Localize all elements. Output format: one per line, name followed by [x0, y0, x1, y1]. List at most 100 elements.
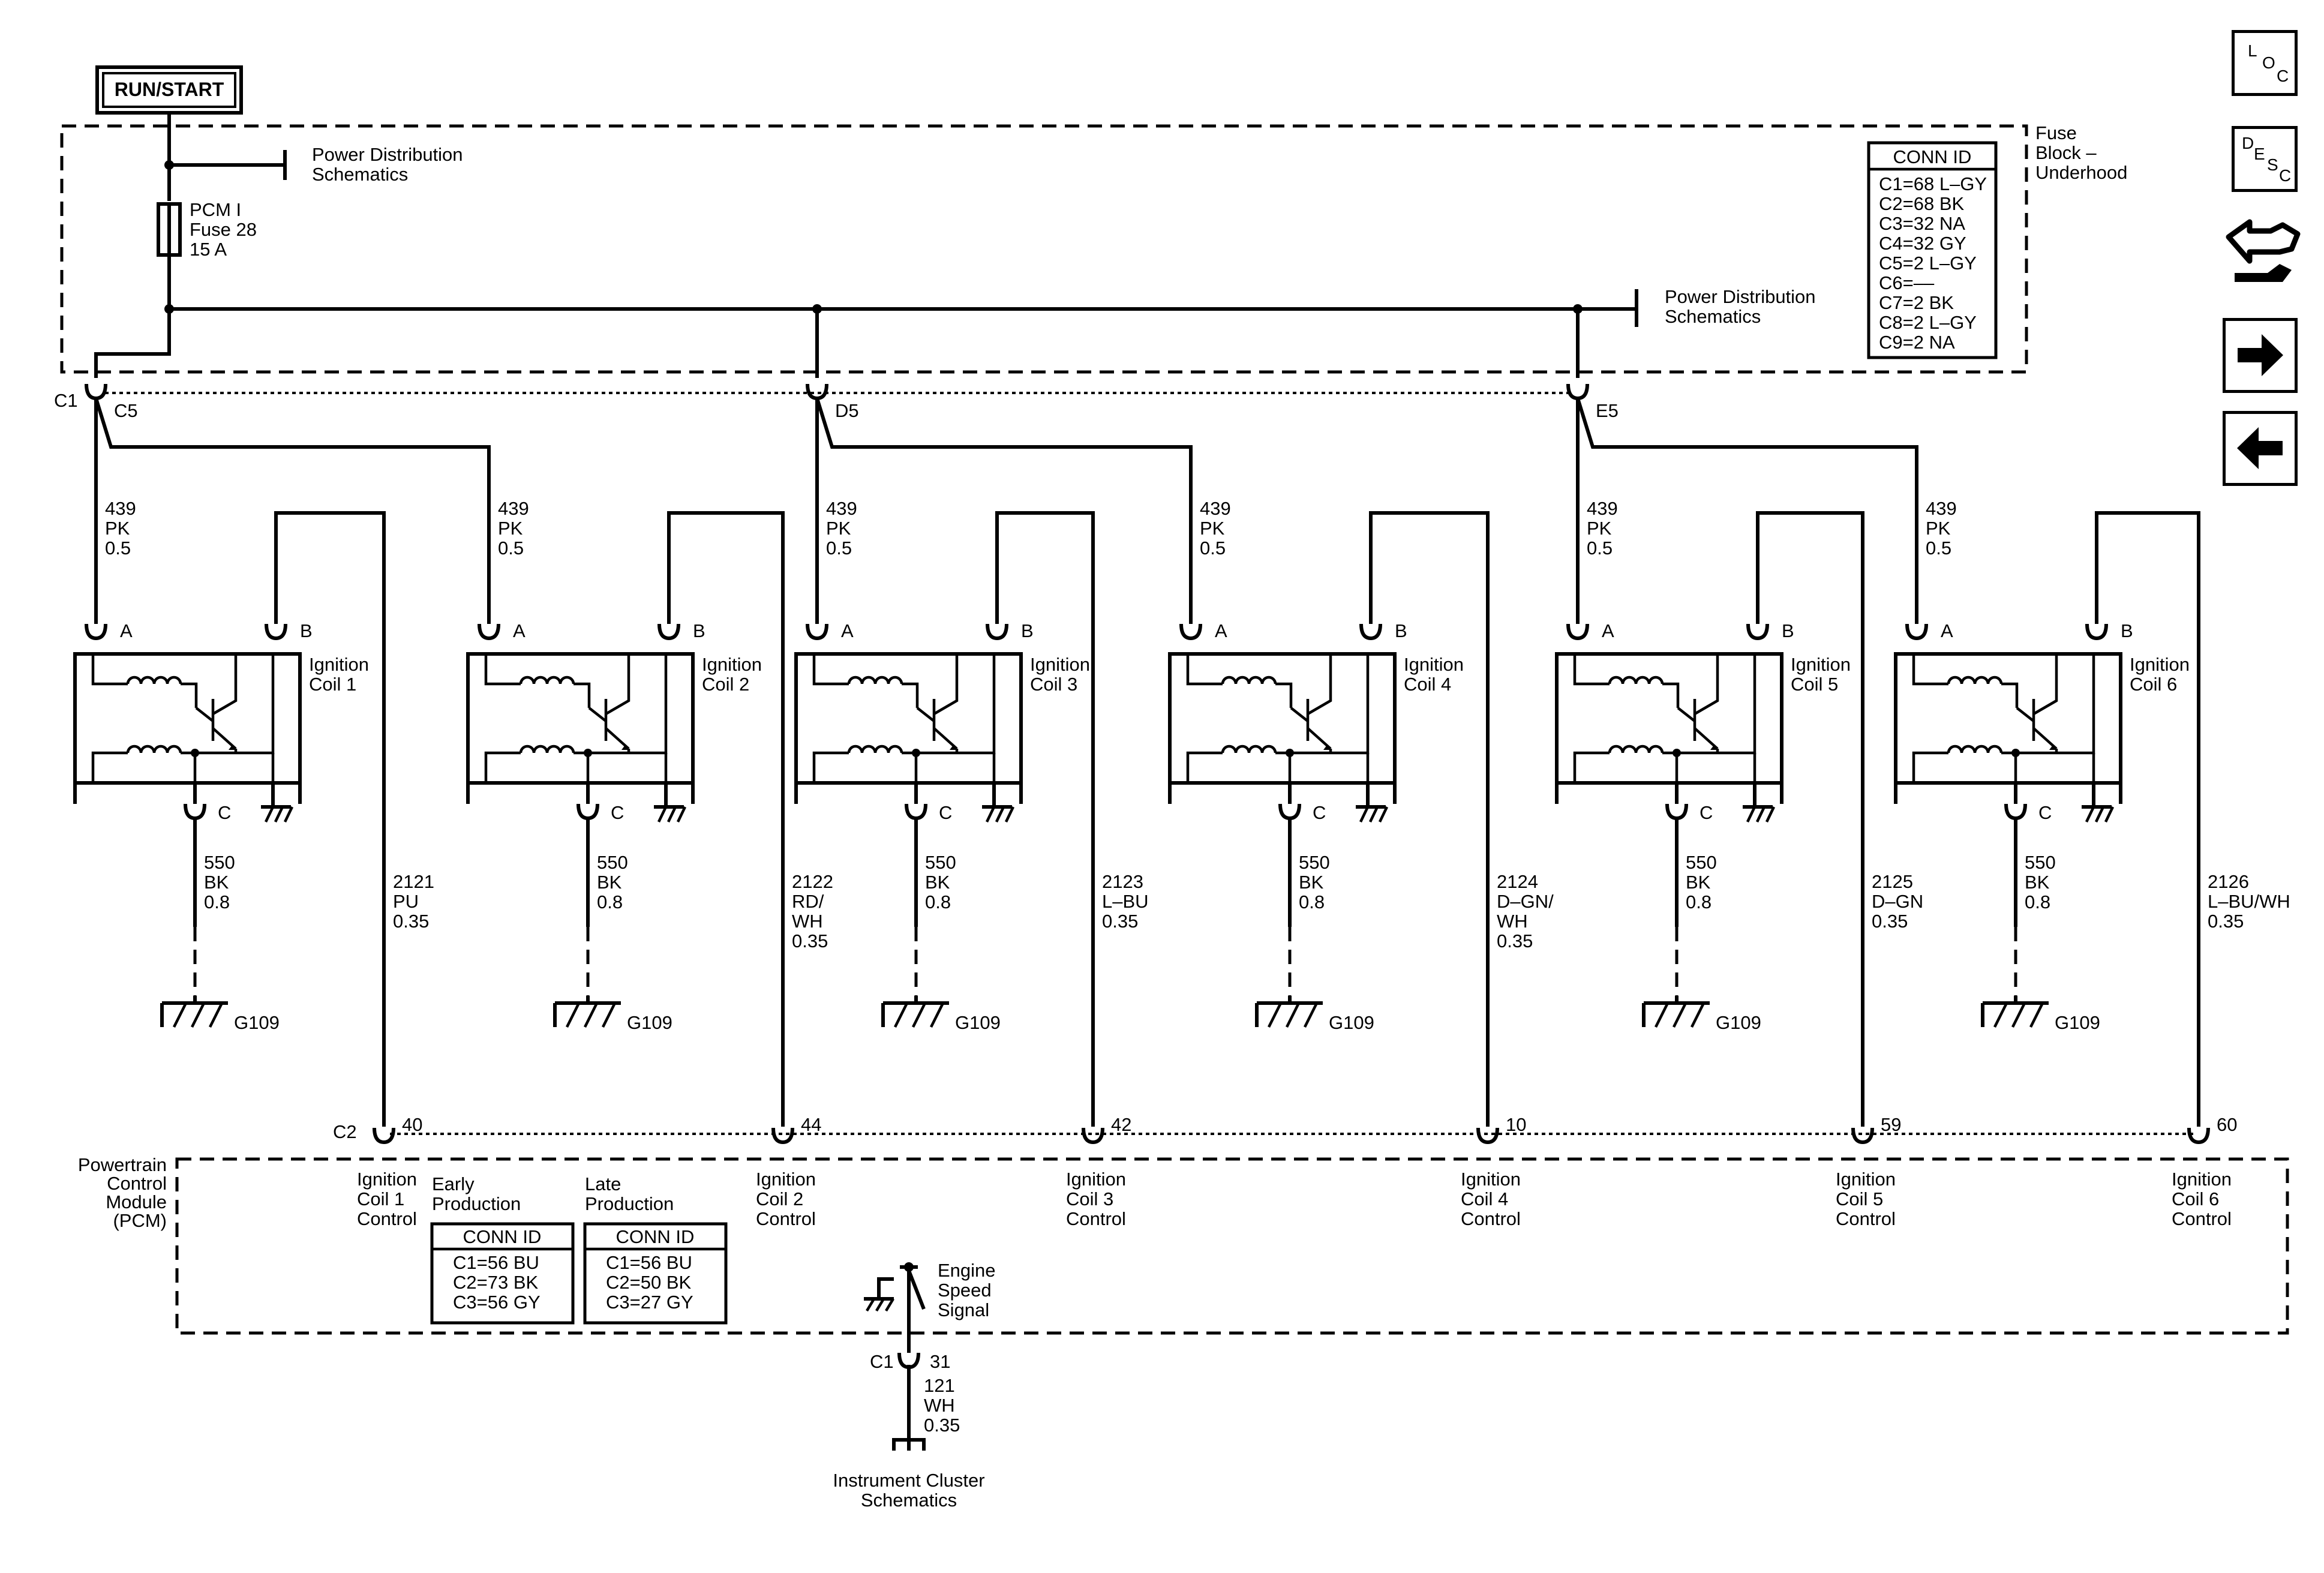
coil-pin-a-label: A [1215, 620, 1227, 641]
pcm-pin-connector [1853, 1128, 1872, 1142]
pcm-coil-control-label: Coil 3 [1066, 1188, 1113, 1209]
coil-name-label: Coil 6 [2130, 674, 2177, 695]
coil-control-wire-label: 0.35 [792, 930, 828, 951]
pcm-title: Control [107, 1173, 167, 1194]
coil-supply-wire-label: 439 [1587, 498, 1618, 519]
coil-pin-b-label: B [300, 620, 313, 641]
loc-letter-c: C [2277, 67, 2289, 85]
wire [900, 1265, 918, 1284]
coil-name-label: Ignition [2130, 654, 2190, 675]
fuse-block-title: Underhood [2035, 162, 2127, 183]
coil-pin-a [1181, 624, 1200, 638]
coil-pin-a [807, 624, 827, 638]
coil-supply-wire-label: 439 [105, 498, 136, 519]
coil-case-ground [982, 783, 1012, 809]
fuse-cavity-connector [807, 384, 827, 398]
coil-pin-b-label: B [1782, 620, 1794, 641]
coil-pin-c-label: C [611, 802, 624, 823]
ground-label: G109 [627, 1012, 672, 1033]
fuse-cavity-label: C5 [114, 400, 138, 421]
coil-pin-a-label: A [513, 620, 526, 641]
fuse-conn-row: C9=2 NA [1879, 332, 1955, 353]
pcm-production-heading: Late [585, 1173, 621, 1194]
wire [1894, 783, 2122, 804]
fuse-cavity-connector [1568, 384, 1587, 398]
pcm-coil-control-label: Control [1066, 1208, 1126, 1229]
ground-label: G109 [955, 1012, 1001, 1033]
wire [1359, 806, 1389, 822]
coil-pin-c [578, 804, 597, 818]
pcm-coil-control-label: Ignition [756, 1169, 816, 1190]
nav-prev-button[interactable] [2223, 411, 2298, 486]
loc-letter-o: O [2262, 53, 2275, 72]
power-dist-label-2: Power Distribution [1665, 286, 1816, 307]
fuse-conn-row: C6=–– [1879, 272, 1935, 293]
desc-letter-e: E [2254, 145, 2265, 163]
ignition-coil [75, 654, 300, 783]
nav-desc-button[interactable]: D E S C [2232, 126, 2298, 192]
coil-supply-wire-label: 0.5 [498, 538, 524, 559]
coil-name-label: Ignition [1404, 654, 1464, 675]
engine-speed-label: Engine [938, 1260, 996, 1281]
loc-icon: L O C [2235, 33, 2295, 93]
engine-speed-label: Signal [938, 1299, 989, 1320]
coil-pin-a-label: A [841, 620, 854, 641]
coil-supply-wire-label: PK [1587, 518, 1612, 539]
nav-next-button[interactable] [2223, 318, 2298, 393]
nav-loc-button[interactable]: L O C [2232, 30, 2298, 96]
wire [794, 783, 1023, 804]
engine-speed-pin-label: 31 [930, 1351, 950, 1372]
coil-ground-wire-label: BK [597, 872, 622, 893]
coil-supply-wire-label: PK [498, 518, 523, 539]
pcm-pin-connector [1083, 1128, 1103, 1142]
coil-ground-wire-label: 0.8 [1686, 891, 1712, 912]
pcm-conn-table [430, 1222, 575, 1325]
fuse-block-title: Fuse [2035, 122, 2077, 143]
fuse-cavity-label: E5 [1596, 400, 1619, 421]
arrow-right-icon [2238, 334, 2283, 376]
coil-pin-c-label: C [218, 802, 231, 823]
nav-component-button[interactable] [2226, 216, 2304, 288]
coil-ground-wire-label: 0.8 [925, 891, 951, 912]
coil-control-wire-label: D–GN/ [1497, 891, 1554, 912]
pcm-title: Module [106, 1191, 167, 1212]
pcm-coil-control-label: Ignition [357, 1169, 417, 1190]
coil-ground-wire-label: BK [2025, 872, 2050, 893]
ground-g109-icon [1257, 1003, 1323, 1027]
coil-supply-wire-label: PK [105, 518, 130, 539]
ground-g109-icon [1644, 1003, 1710, 1027]
fuse-conn-row: C7=2 BK [1879, 292, 1954, 313]
coil-control-wire-label: 2123 [1102, 871, 1143, 892]
coil-control-wire [667, 511, 785, 1127]
coil-pin-a [1907, 624, 1926, 638]
coil-pin-b-label: B [1021, 620, 1034, 641]
cluster-label: Schematics [861, 1490, 957, 1511]
coil-pin-c-label: C [2038, 802, 2052, 823]
coil-supply-wire-label: 0.5 [105, 538, 131, 559]
coil-pin-c-label: C [939, 802, 952, 823]
coil-supply-branch [815, 398, 1193, 624]
coil-control-wire-label: 2124 [1497, 871, 1538, 892]
coil-pin-a-label: A [1602, 620, 1614, 641]
ground-label: G109 [1716, 1012, 1761, 1033]
pcm-coil-control-label: Control [1461, 1208, 1521, 1229]
pcm-coil-control-label: Coil 2 [756, 1188, 803, 1209]
ground-g109-icon [555, 1003, 621, 1027]
coil-control-wire-label: L–BU [1102, 891, 1149, 912]
coil-ground-wire-label: BK [1299, 872, 1324, 893]
coil-ground-wire-label: 0.8 [1299, 891, 1325, 912]
coil-supply-wire-label: 0.5 [1587, 538, 1613, 559]
coil-ground-wire-label: 0.8 [2025, 891, 2050, 912]
engine-speed-label: Speed [938, 1280, 992, 1301]
coil-ground-wire-label: BK [1686, 872, 1711, 893]
ground-g109-icon [1983, 1003, 2049, 1027]
coil-pin-c [1280, 804, 1299, 818]
coil-supply-wire-label: 439 [498, 498, 529, 519]
coil-name-label: Coil 1 [309, 674, 356, 695]
coil-supply-wire-label: PK [1200, 518, 1225, 539]
engine-speed-switch [907, 1269, 926, 1310]
cluster-wire-label: 121 [924, 1375, 955, 1396]
pcm-coil-control-label: Control [1836, 1208, 1896, 1229]
chassis-ground-icon [864, 1299, 894, 1311]
coil-supply-wire-label: 0.5 [1926, 538, 1951, 559]
